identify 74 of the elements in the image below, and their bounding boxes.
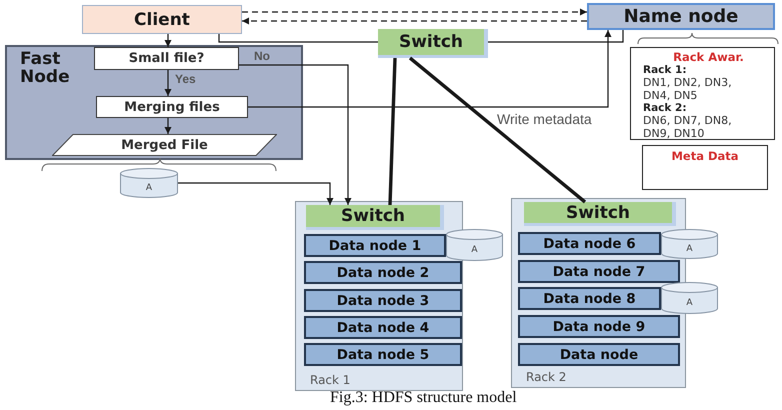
connector-line	[388, 58, 397, 206]
database-cylinder	[661, 229, 718, 259]
cylinder-label: A	[146, 182, 152, 192]
info-text: DN6, DN7, DN8, DN9, DN10	[643, 114, 733, 140]
arrow	[248, 30, 612, 108]
node-label: Switch	[566, 202, 630, 222]
client-box	[82, 5, 242, 34]
panel-title: Fast Node	[20, 51, 71, 87]
data-node-box	[304, 289, 462, 312]
cylinder-label: A	[471, 244, 478, 254]
node-label: Switch	[340, 206, 406, 226]
info-box	[630, 47, 775, 140]
cylinder-label: A	[686, 244, 693, 254]
info-subheading: Rack 1:	[643, 64, 687, 76]
node-label: Data node 2	[336, 264, 430, 280]
connector-line	[218, 34, 378, 43]
node-label: Merged File	[121, 138, 208, 152]
data-node-box	[304, 234, 446, 257]
figure-caption: Fig.3: HDFS structure model	[330, 389, 517, 407]
node-label: Data node 7	[552, 264, 646, 280]
rack-label: Rack 1	[310, 373, 350, 387]
node-label: Merging files	[124, 100, 220, 114]
arrow	[164, 118, 172, 134]
switch-box	[524, 202, 676, 226]
edge-label: Yes	[175, 72, 196, 86]
arrow	[239, 64, 352, 205]
process-box	[96, 96, 248, 118]
arrow	[178, 182, 334, 205]
node-label: Name node	[624, 6, 738, 27]
data-node-box	[518, 287, 661, 310]
switch-box	[306, 205, 444, 230]
rack-panel	[511, 198, 686, 388]
data-node-box	[304, 343, 462, 366]
data-node-box	[518, 343, 680, 366]
info-subheading: Rack 2:	[643, 102, 687, 114]
data-node-box	[518, 315, 680, 338]
node-label: Data node 3	[336, 292, 430, 308]
arrow	[164, 70, 172, 96]
database-cylinder	[446, 229, 503, 261]
arrow	[242, 18, 587, 24]
node-label: Data node 1	[328, 238, 422, 254]
node-label: Data node 4	[336, 320, 430, 336]
rack-label: Rack 2	[526, 370, 566, 384]
process-box	[94, 47, 239, 70]
node-label: Data node 8	[543, 290, 636, 306]
database-cylinder	[661, 282, 718, 314]
node-label: Small file?	[128, 51, 204, 66]
info-text: DN1, DN2, DN3, DN4, DN5	[643, 76, 733, 102]
node-label: Data node 6	[543, 236, 636, 252]
arrow	[164, 34, 172, 47]
node-label: Data node	[560, 346, 638, 362]
connector-line	[408, 56, 586, 204]
info-heading: Rack Awar.	[673, 50, 744, 64]
info-heading: Meta Data	[671, 149, 739, 163]
fast-node-panel	[5, 45, 303, 160]
data-node-box	[518, 232, 661, 255]
database-cylinder	[120, 168, 178, 198]
node-label: Data node 9	[552, 318, 646, 334]
info-box	[642, 145, 768, 190]
cylinder-label: A	[686, 298, 693, 308]
connector-line	[488, 30, 624, 43]
rack-panel	[295, 201, 463, 391]
data-node-box	[304, 316, 462, 339]
node-label: Switch	[398, 32, 464, 52]
data-node-box	[304, 261, 462, 284]
data-parallelogram	[52, 134, 277, 156]
node-label: Client	[134, 10, 190, 30]
edge-label: Write metadata	[497, 111, 592, 127]
arrow	[242, 8, 587, 16]
edge-label: No	[254, 49, 270, 63]
node-label: Data node 5	[336, 346, 430, 362]
switch-box	[378, 29, 488, 58]
name-node-box	[587, 3, 775, 30]
data-node-box	[518, 260, 680, 283]
